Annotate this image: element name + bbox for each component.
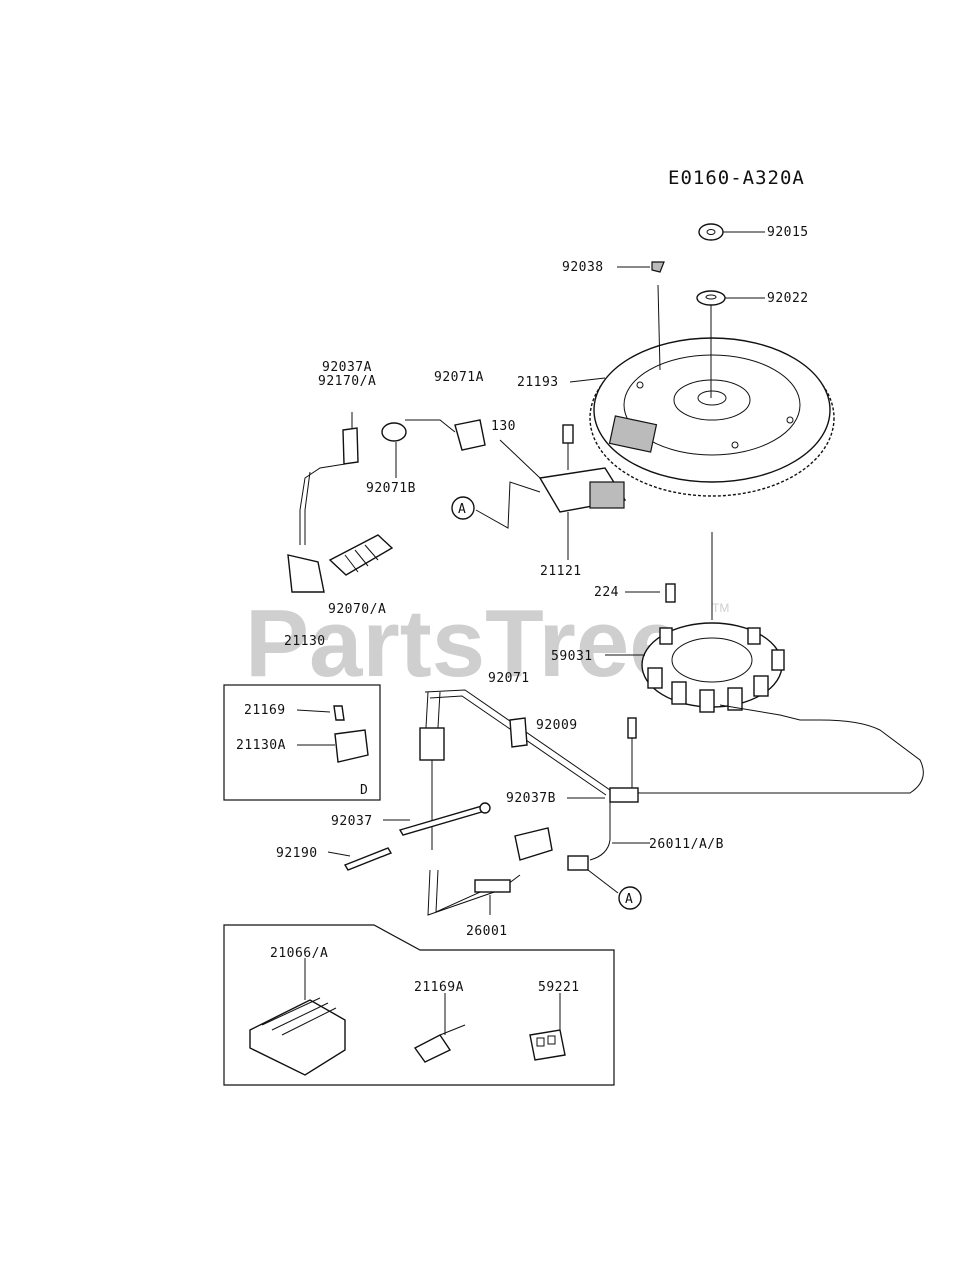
label-224: 224 [594, 585, 619, 600]
svg-text:A: A [458, 502, 466, 517]
label-21130a: 21130A [236, 738, 286, 753]
label-92037b: 92037B [506, 791, 556, 806]
inset-d-parts-drawing [333, 705, 369, 763]
nut-washer-key-drawing [651, 223, 726, 306]
label-21169: 21169 [244, 703, 286, 718]
callout-a-lower: A [618, 886, 642, 910]
label-130: 130 [491, 419, 516, 434]
label-21169a: 21169A [414, 980, 464, 995]
diagram-code: E0160-A320A [668, 167, 805, 189]
spark-plug-cap-drawing [287, 412, 486, 593]
label-92190: 92190 [276, 846, 318, 861]
watermark: PartsTree [245, 590, 683, 697]
label-21121: 21121 [540, 564, 582, 579]
label-21130: 21130 [284, 634, 326, 649]
label-92071b: 92071B [366, 481, 416, 496]
inset-d-label: D [360, 783, 368, 798]
label-21066a: 21066/A [270, 946, 328, 961]
spark-plug-drawing [328, 534, 394, 576]
label-92070a: 92070/A [328, 602, 386, 617]
label-92037a: 92037A [322, 360, 372, 375]
ignition-coil-drawing [499, 424, 627, 513]
rod-parts-drawing [343, 802, 491, 871]
label-92022: 92022 [767, 291, 809, 306]
stator-drawing [641, 622, 785, 713]
label-59221: 59221 [538, 980, 580, 995]
label-21193: 21193 [517, 375, 559, 390]
label-92071a: 92071A [434, 370, 484, 385]
callout-a-upper: A [451, 496, 475, 520]
label-26001: 26001 [466, 924, 508, 939]
inset-d-box [223, 684, 381, 801]
accessory-box [223, 924, 615, 1086]
accessory-parts-drawing [249, 997, 566, 1076]
watermark-trademark: TM [712, 601, 729, 615]
label-92009: 92009 [536, 718, 578, 733]
label-59031: 59031 [551, 649, 593, 664]
wire-harness-drawing [419, 689, 924, 916]
label-92015: 92015 [767, 225, 809, 240]
label-92170a: 92170/A [318, 374, 376, 389]
label-92037: 92037 [331, 814, 373, 829]
flywheel-drawing [589, 337, 835, 497]
label-92071: 92071 [488, 671, 530, 686]
label-92038: 92038 [562, 260, 604, 275]
svg-text:A: A [625, 892, 633, 907]
label-26011ab: 26011/A/B [649, 837, 724, 852]
